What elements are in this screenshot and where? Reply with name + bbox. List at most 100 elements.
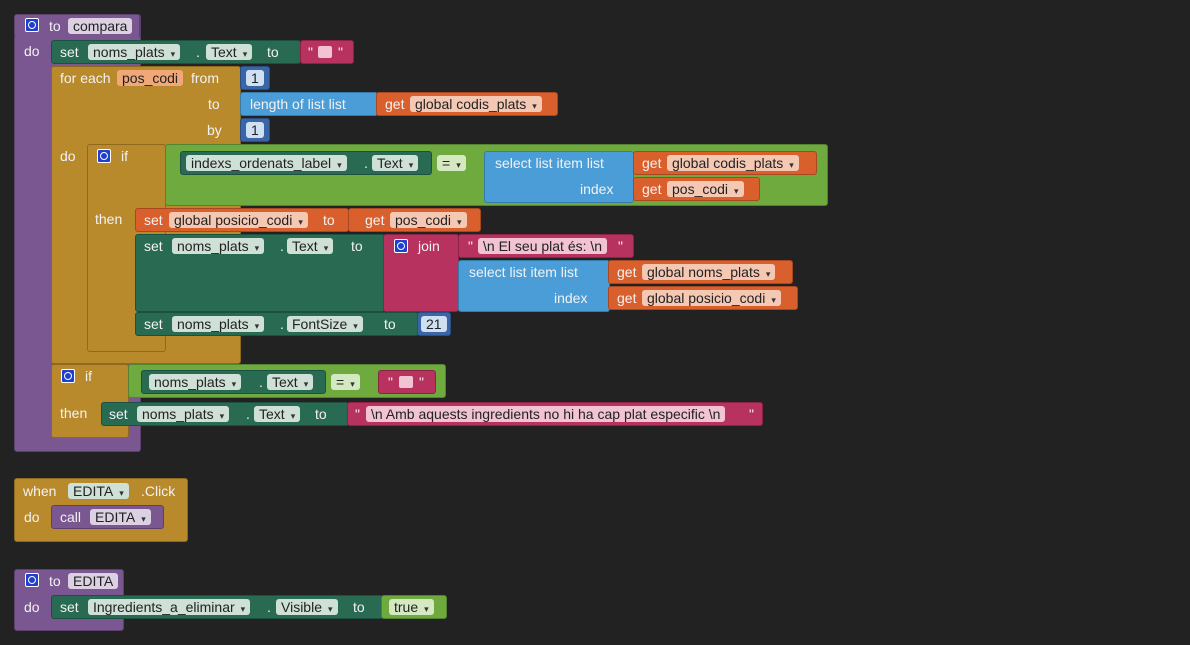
property-dropdown[interactable]: Text▾ [254, 406, 301, 422]
keyword-to: to [384, 316, 396, 332]
select-list-item-block[interactable] [458, 260, 610, 312]
component-dropdown[interactable]: noms_plats▾ [137, 406, 230, 422]
keyword-set: set [144, 238, 163, 254]
by-value[interactable]: 1 [246, 122, 264, 138]
variable-dropdown[interactable]: pos_codi▾ [667, 181, 744, 197]
keyword-when: when [23, 483, 57, 499]
keyword-to: to [353, 599, 365, 615]
keyword-set: set [144, 212, 163, 228]
keyword-get: get [385, 96, 405, 112]
empty-text-field[interactable] [318, 46, 332, 58]
operator-dropdown[interactable]: =▾ [331, 374, 360, 390]
variable-dropdown[interactable]: global codis_plats▾ [667, 155, 799, 171]
text-field[interactable]: \n Amb aquests ingredients no hi ha cap … [366, 406, 726, 422]
keyword-get: get [617, 290, 637, 306]
quote-open: " [388, 374, 393, 390]
keyword-index: index [554, 290, 588, 306]
variable-dropdown[interactable]: global codis_plats▾ [410, 96, 542, 112]
property-dropdown[interactable]: Text▾ [206, 44, 253, 60]
component-dropdown[interactable]: noms_plats▾ [149, 374, 242, 390]
keyword-to: to [49, 573, 61, 589]
mutator-gear-icon[interactable] [25, 573, 39, 587]
keyword-from: from [191, 70, 219, 86]
keyword-get: get [365, 212, 385, 228]
keyword-if: if [85, 368, 92, 384]
length-of-list-label: length of list list [250, 96, 346, 112]
keyword-do: do [24, 509, 40, 525]
component-dropdown[interactable]: Ingredients_a_eliminar▾ [88, 599, 251, 615]
mutator-gear-icon[interactable] [97, 149, 111, 163]
component-dropdown[interactable]: indexs_ordenats_label▾ [186, 155, 347, 171]
keyword-set: set [109, 406, 128, 422]
dot-separator: . [364, 155, 368, 171]
keyword-then: then [95, 211, 123, 227]
keyword-do: do [60, 148, 76, 164]
component-dropdown[interactable]: noms_plats▾ [88, 44, 181, 60]
text-field[interactable]: \n El seu plat és: \n [478, 238, 608, 254]
dot-separator: . [280, 238, 284, 254]
keyword-call: call [60, 509, 82, 525]
dot-separator: . [267, 599, 271, 615]
dot-separator: . [280, 316, 284, 332]
keyword-get: get [642, 155, 662, 171]
dot-separator: . [196, 44, 200, 60]
component-dropdown[interactable]: EDITA▾ [68, 483, 129, 499]
empty-text-block[interactable] [300, 40, 354, 64]
keyword-to: to [208, 96, 220, 112]
keyword-for-each: for each [60, 70, 111, 86]
from-value[interactable]: 1 [246, 70, 264, 86]
operator-dropdown[interactable]: =▾ [437, 155, 466, 171]
select-list-item-label: select list item list [495, 155, 604, 171]
mutator-gear-icon[interactable] [61, 369, 75, 383]
boolean-dropdown[interactable]: true▾ [389, 599, 434, 615]
keyword-get: get [642, 181, 662, 197]
property-dropdown[interactable]: FontSize▾ [287, 316, 363, 332]
select-list-item-block[interactable] [484, 151, 634, 203]
keyword-to: to [267, 44, 279, 60]
property-dropdown[interactable]: Text▾ [287, 238, 334, 254]
variable-dropdown[interactable]: global posicio_codi▾ [642, 290, 781, 306]
fontsize-value[interactable]: 21 [421, 316, 447, 332]
loop-variable-field[interactable]: pos_codi [117, 70, 184, 86]
variable-dropdown[interactable]: pos_codi▾ [390, 212, 467, 228]
keyword-do: do [24, 43, 40, 59]
mutator-gear-icon[interactable] [394, 239, 408, 253]
quote-close: " [618, 238, 623, 254]
component-dropdown[interactable]: noms_plats▾ [172, 316, 265, 332]
keyword-get: get [617, 264, 637, 280]
quote-close: " [338, 44, 343, 60]
property-dropdown[interactable]: Text▾ [372, 155, 419, 171]
select-list-item-label: select list item list [469, 264, 578, 280]
variable-dropdown[interactable]: global posicio_codi▾ [169, 212, 308, 228]
procedure-name-field[interactable]: EDITA [68, 573, 119, 589]
keyword-set: set [60, 599, 79, 615]
procedure-dropdown[interactable]: EDITA▾ [90, 509, 151, 525]
mutator-gear-icon[interactable] [25, 18, 39, 32]
quote-open: " [308, 44, 313, 60]
property-dropdown[interactable]: Text▾ [267, 374, 314, 390]
quote-open: " [468, 238, 473, 254]
length-of-list-block[interactable] [240, 92, 378, 116]
keyword-do: do [24, 599, 40, 615]
event-name: .Click [141, 483, 176, 499]
dot-separator: . [259, 374, 263, 390]
keyword-index: index [580, 181, 614, 197]
keyword-to: to [49, 18, 61, 34]
keyword-to: to [323, 212, 335, 228]
dot-separator: . [246, 406, 250, 422]
keyword-by: by [207, 122, 222, 138]
keyword-then: then [60, 405, 88, 421]
empty-text-field[interactable] [399, 376, 413, 388]
property-dropdown[interactable]: Visible▾ [276, 599, 338, 615]
quote-close: " [419, 374, 424, 390]
keyword-set: set [144, 316, 163, 332]
variable-dropdown[interactable]: global noms_plats▾ [642, 264, 776, 280]
quote-open: " [355, 406, 360, 422]
keyword-set: set [60, 44, 79, 60]
procedure-name-field[interactable]: compara [68, 18, 133, 34]
keyword-to: to [351, 238, 363, 254]
component-dropdown[interactable]: noms_plats▾ [172, 238, 265, 254]
keyword-join: join [418, 238, 440, 254]
keyword-if: if [121, 148, 128, 164]
keyword-to: to [315, 406, 327, 422]
